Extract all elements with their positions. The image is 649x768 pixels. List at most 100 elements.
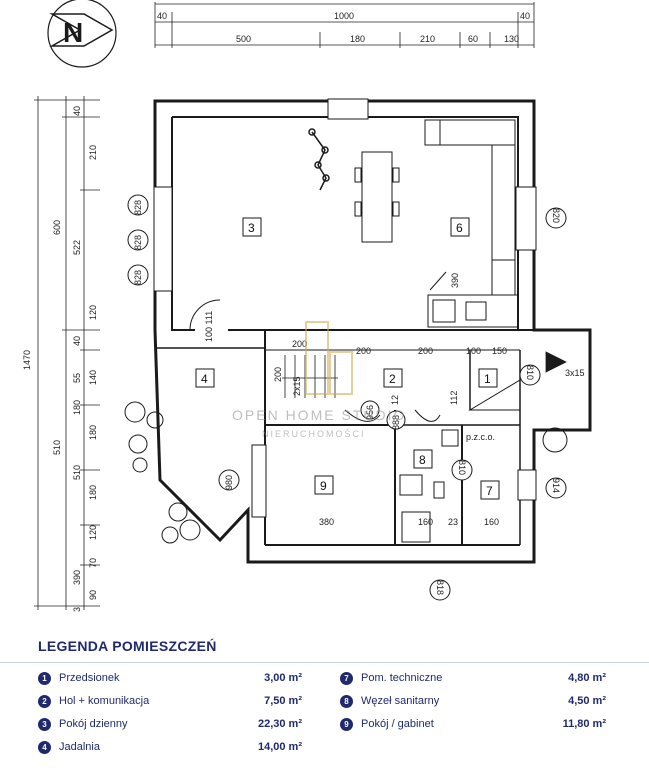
legend-room-name: Przedsionek xyxy=(59,672,120,684)
legend-number: 2 xyxy=(38,694,51,708)
callouts xyxy=(127,194,567,601)
window-810a: 810 xyxy=(525,365,535,380)
room-9-label: 9 xyxy=(320,479,327,493)
left-dim-600: 600 xyxy=(52,220,62,235)
watermark: OPEN HOME STUDIO NIERUCHOMOŚCI xyxy=(232,321,406,439)
left-dim-390: 390 xyxy=(72,570,82,585)
legend-room-area: 4,50 m² xyxy=(568,695,606,707)
legend-item: 2 Hol + komunikacja 7,50 m² xyxy=(38,691,302,711)
legend-title: LEGENDA POMIESZCZEŃ xyxy=(38,638,217,654)
stairs-3x15: 3x15 xyxy=(565,368,585,378)
left-dim-510b: 510 xyxy=(72,465,82,480)
legend-room-area: 11,80 m² xyxy=(562,718,606,730)
walls xyxy=(153,99,592,564)
legend-item: 8 Węzeł sanitarny 4,50 m² xyxy=(340,691,606,711)
room-labels xyxy=(195,217,500,500)
left-dim-180a: 180 xyxy=(72,400,82,415)
dim-200-c: 200 xyxy=(273,367,283,382)
window-980: 980 xyxy=(224,475,234,490)
sanitary-fixtures xyxy=(399,429,459,543)
dim-12: 12 xyxy=(390,395,400,405)
left-dim-90: 90 xyxy=(88,590,98,600)
dining-table xyxy=(354,151,400,243)
window-914: 914 xyxy=(551,478,561,493)
window-828-b: 828 xyxy=(133,235,143,250)
plants xyxy=(124,401,568,544)
left-dim-180c: 180 xyxy=(88,485,98,500)
compass-circle xyxy=(47,0,117,68)
top-dim-210: 210 xyxy=(420,34,435,44)
top-dim-1000: 1000 xyxy=(334,11,354,21)
top-dim-500: 500 xyxy=(236,34,251,44)
dim-380: 380 xyxy=(319,517,334,527)
room-7-label: 7 xyxy=(486,484,493,498)
dim-23: 23 xyxy=(448,517,458,527)
left-dimensions xyxy=(34,96,100,610)
window-828-c: 828 xyxy=(133,270,143,285)
legend-number: 3 xyxy=(38,717,51,731)
door-888: 888 xyxy=(391,415,401,430)
legend-item: 7 Pom. techniczne 4,80 m² xyxy=(340,668,606,688)
room-1-label: 1 xyxy=(484,372,491,386)
compass-arrow-icon xyxy=(49,13,114,47)
window-810b: 810 xyxy=(457,460,467,475)
dim-200-left: 200 xyxy=(292,339,307,349)
dim-200-b: 200 xyxy=(418,346,433,356)
left-dim-140: 140 xyxy=(88,370,98,385)
left-dim-40b: 40 xyxy=(72,336,82,346)
compass-letter: N xyxy=(63,17,83,48)
legend-number: 9 xyxy=(340,717,353,731)
legend-number: 8 xyxy=(340,694,353,708)
room-8-label: 8 xyxy=(419,453,426,467)
door-956: 956 xyxy=(365,405,375,420)
top-dim-40-right: 40 xyxy=(520,11,530,21)
kitchen xyxy=(424,119,519,328)
legend-room-name: Pokój dzienny xyxy=(59,718,128,730)
left-dim-55: 55 xyxy=(72,373,82,383)
legend-room-area: 4,80 m² xyxy=(568,672,606,684)
legend-room-area: 22,30 m² xyxy=(257,718,302,730)
legend-divider xyxy=(0,662,649,663)
left-dim-120b: 120 xyxy=(88,525,98,540)
compass: N xyxy=(47,0,117,68)
legend-room-area: 3,00 m² xyxy=(264,672,302,684)
dim-160-b: 160 xyxy=(484,517,499,527)
window-820: 820 xyxy=(551,208,561,223)
legend-item: 9 Pokój / gabinet 11,80 m² xyxy=(340,714,606,734)
top-dim-40-left: 40 xyxy=(157,11,167,21)
left-dim-70: 70 xyxy=(88,558,98,568)
watermark-line1: OPEN HOME STUDIO xyxy=(232,407,406,423)
window-818: 818 xyxy=(435,580,445,595)
room-4-label: 4 xyxy=(201,372,208,386)
left-dim-522: 522 xyxy=(72,240,82,255)
stair-390: 390 xyxy=(450,273,460,288)
left-dim-210: 210 xyxy=(88,145,98,160)
legend-room-area: 7,50 m² xyxy=(264,695,302,707)
dim-160-a: 160 xyxy=(418,517,433,527)
left-dim-total: 1470 xyxy=(22,350,32,370)
legend-room-name: Jadalnia xyxy=(59,741,100,753)
stairs xyxy=(189,299,567,422)
left-dim-40a: 40 xyxy=(72,106,82,116)
top-dim-60: 60 xyxy=(468,34,478,44)
legend-number: 7 xyxy=(340,671,353,685)
legend-room-name: Pom. techniczne xyxy=(361,672,443,684)
top-dim-180: 180 xyxy=(350,34,365,44)
room-3-label: 3 xyxy=(248,221,255,235)
dim-200-a: 200 xyxy=(356,346,371,356)
room-6-label: 6 xyxy=(456,221,463,235)
legend-room-area: 14,00 m² xyxy=(257,741,302,753)
floor-plan: N 40 1000 40 500 180 210 60 130 1470 xyxy=(22,0,592,612)
left-dim-3: 3 xyxy=(72,607,82,612)
legend-item: 3 Pokój dzienny 22,30 m² xyxy=(38,714,302,734)
legend-room-name: Pokój / gabinet xyxy=(361,718,434,730)
top-dimensions xyxy=(154,2,535,48)
legend: LEGENDA POMIESZCZEŃ 1 Przedsionek 3,00 m… xyxy=(0,628,649,768)
window-100-111: 100 111 xyxy=(204,311,214,342)
legend-room-name: Hol + komunikacja xyxy=(59,695,150,707)
dim-100: 100 xyxy=(466,346,481,356)
pzco-label: p.z.c.o. xyxy=(466,432,495,442)
left-dim-180b: 180 xyxy=(88,425,98,440)
legend-item: 4 Jadalnia 14,00 m² xyxy=(38,737,302,757)
windows xyxy=(153,98,537,518)
